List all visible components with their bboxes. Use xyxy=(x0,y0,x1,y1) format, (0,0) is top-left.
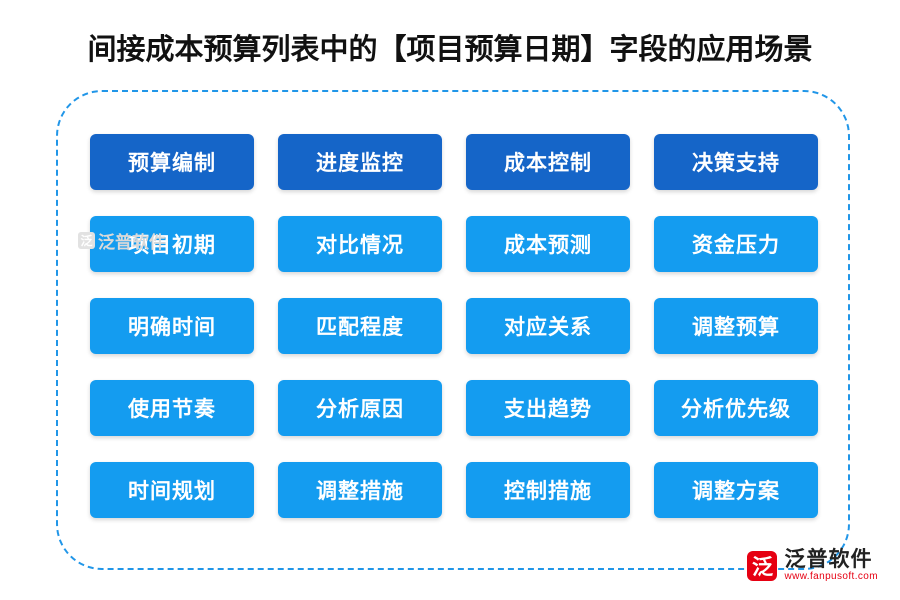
cell-c2-r3[interactable]: 分析原因 xyxy=(278,380,442,436)
column-header-cost-control[interactable]: 成本控制 xyxy=(466,134,630,190)
cell-c2-r1[interactable]: 对比情况 xyxy=(278,216,442,272)
column-header-budget-preparation[interactable]: 预算编制 xyxy=(90,134,254,190)
logo-url: www.fanpusoft.com xyxy=(784,570,878,582)
column-header-decision-support[interactable]: 决策支持 xyxy=(654,134,818,190)
dashed-border-frame xyxy=(56,90,850,570)
logo-mark-icon: 泛 xyxy=(747,550,778,581)
cell-c1-r2[interactable]: 明确时间 xyxy=(90,298,254,354)
cell-c3-r1[interactable]: 成本预测 xyxy=(466,216,630,272)
scenario-grid: 预算编制 进度监控 成本控制 决策支持 项目初期 对比情况 成本预测 资金压力 … xyxy=(90,134,820,518)
cell-c1-r3[interactable]: 使用节奏 xyxy=(90,380,254,436)
cell-c4-r2[interactable]: 调整预算 xyxy=(654,298,818,354)
cell-c1-r4[interactable]: 时间规划 xyxy=(90,462,254,518)
cell-c2-r2[interactable]: 匹配程度 xyxy=(278,298,442,354)
cell-c4-r3[interactable]: 分析优先级 xyxy=(654,380,818,436)
cell-c4-r1[interactable]: 资金压力 xyxy=(654,216,818,272)
logo-name: 泛普软件 xyxy=(784,548,873,572)
page-title: 间接成本预算列表中的【项目预算日期】字段的应用场景 xyxy=(87,34,813,66)
column-header-progress-monitoring[interactable]: 进度监控 xyxy=(278,134,442,190)
cell-c2-r4[interactable]: 调整措施 xyxy=(278,462,442,518)
cell-c4-r4[interactable]: 调整方案 xyxy=(654,462,818,518)
cell-c1-r1[interactable]: 项目初期 xyxy=(90,216,254,272)
cell-c3-r3[interactable]: 支出趋势 xyxy=(466,380,630,436)
cell-c3-r4[interactable]: 控制措施 xyxy=(466,462,630,518)
cell-c3-r2[interactable]: 对应关系 xyxy=(466,298,630,354)
brand-logo: 泛 泛普软件 www.fanpusoft.com xyxy=(747,549,878,582)
